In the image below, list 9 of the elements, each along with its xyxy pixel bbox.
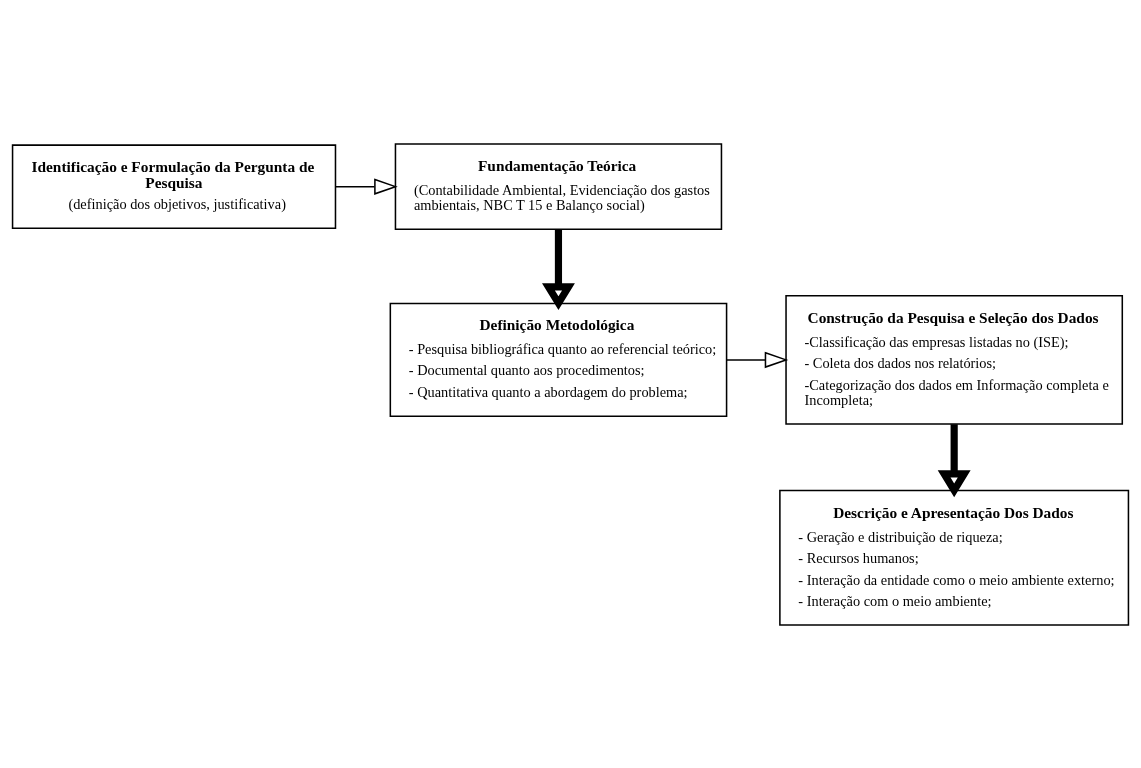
arrow bbox=[542, 229, 575, 310]
node-box: Fundamentação Teórica (Contabilidade Ambiental, Evidenciação dos gastos ambientais, NBC T 15 e Balanço social) bbox=[394, 142, 723, 230]
arrow bbox=[937, 423, 971, 497]
arrow bbox=[726, 351, 789, 368]
node-box: Construção da Pesquisa e Seleção dos Dados -Classificação das empresas listadas no (ISE); - Coleta dos dados nos relatórios; -Categorização dos dados em Informação completa e Incompleta; bbox=[785, 294, 1124, 425]
node-box: Descrição e Apresentação Dos Dados - Geração e distribuição de riqueza; - Recursos humanos; - Interação da entidade como o meio ambiente externo; - Interação com o meio ambiente; bbox=[779, 489, 1130, 626]
node-box: Identificação e Formulação da Pergunta de Pesquisa (definição dos objetivos, justificativa) bbox=[11, 143, 337, 229]
arrow bbox=[335, 177, 398, 195]
node-box: Definição Metodológica - Pesquisa bibliográfica quanto ao referencial teórico; - Documental quanto aos procedimentos; - Quantitativa quanto a abordagem do problema; bbox=[389, 302, 728, 417]
